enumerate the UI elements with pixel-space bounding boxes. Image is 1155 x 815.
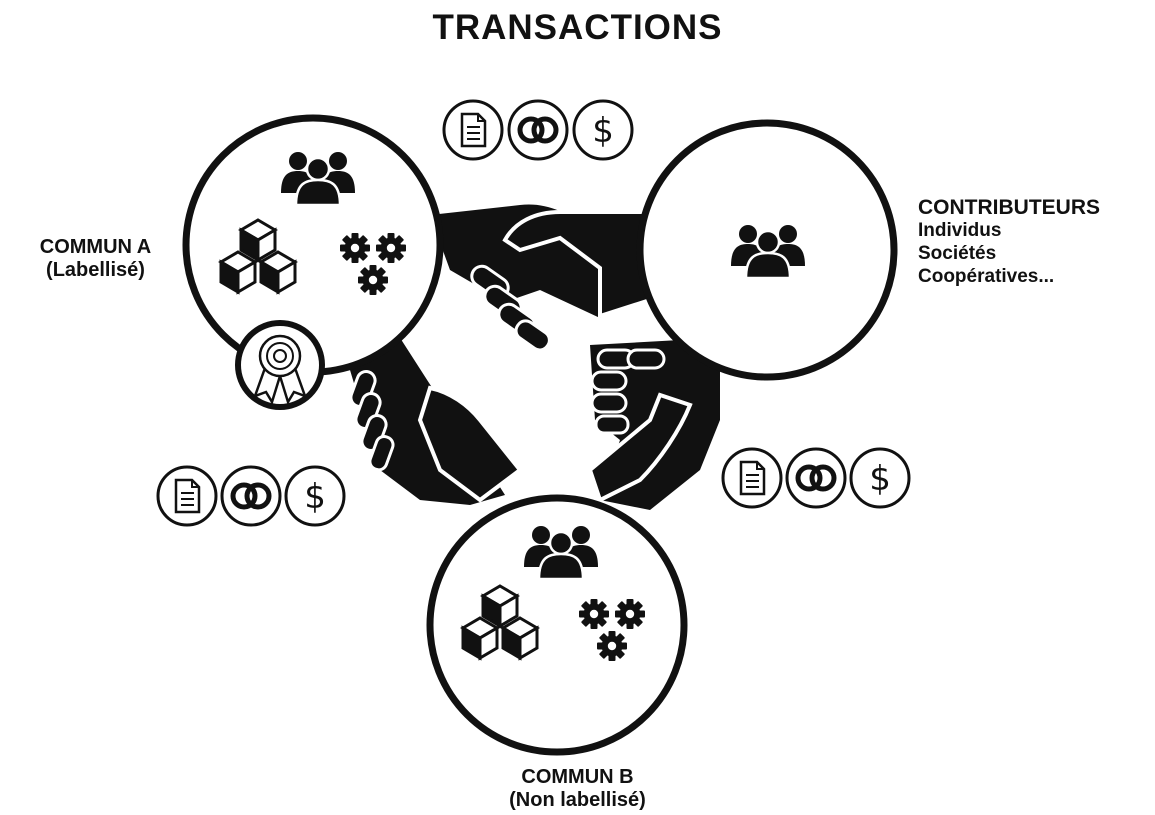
contributeurs-label: CONTRIBUTEURS Individus Sociétés Coopéra…	[918, 196, 1100, 288]
commun-a-name: COMMUN A	[39, 236, 152, 258]
contributeurs-item: Coopératives...	[918, 266, 1055, 287]
document-icon	[721, 447, 783, 509]
handshake-contributeurs-b-icon	[587, 340, 720, 510]
commun-b-status: (Non labellisé)	[509, 789, 646, 811]
dollar-icon	[572, 99, 634, 161]
commun-a-status: (Labellisé)	[46, 259, 145, 281]
exchange-icons-top	[442, 99, 634, 161]
dollar-icon	[849, 447, 911, 509]
linked-rings-icon	[787, 449, 845, 507]
dollar-icon	[284, 465, 346, 527]
contributeurs-item: Individus	[918, 220, 1002, 241]
document-icon	[156, 465, 218, 527]
contributeurs-name: CONTRIBUTEURS	[918, 196, 1100, 219]
label-badge-icon	[235, 320, 325, 410]
linked-rings-icon	[222, 467, 280, 525]
document-icon	[442, 99, 504, 161]
exchange-icons-left	[156, 465, 346, 527]
handshake-a-b-icon	[349, 330, 523, 505]
exchange-icons-right	[721, 447, 911, 509]
contributeurs-node	[636, 119, 898, 381]
commun-b-node	[426, 494, 688, 756]
commun-a-label: COMMUN A (Labellisé)	[8, 236, 183, 282]
diagram-title: TRANSACTIONS	[432, 8, 723, 47]
handshake-a-contributeurs-icon	[430, 204, 652, 352]
commun-b-label: COMMUN B (Non labellisé)	[300, 766, 855, 812]
contributeurs-item: Sociétés	[918, 243, 997, 264]
linked-rings-icon	[509, 101, 567, 159]
commun-b-name: COMMUN B	[521, 766, 634, 788]
commun-a-node	[182, 114, 444, 410]
